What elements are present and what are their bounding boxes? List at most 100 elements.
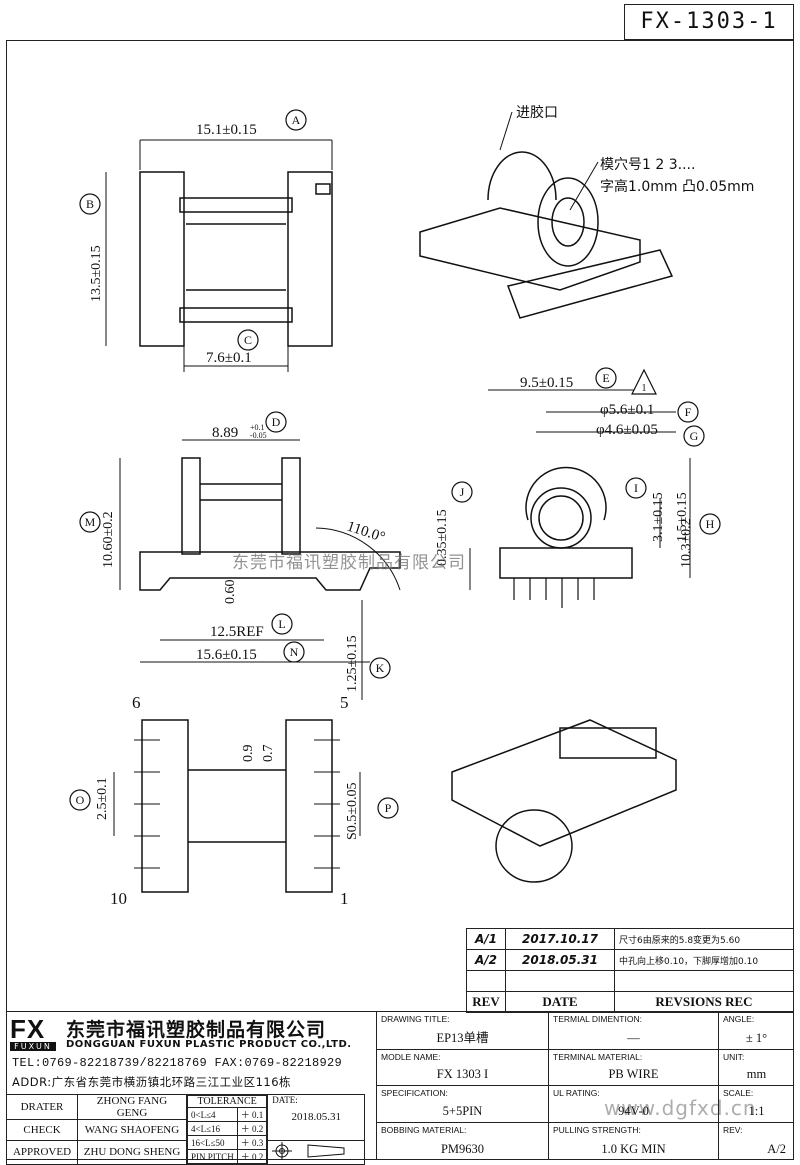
- pin-1: 1: [340, 889, 349, 908]
- company-name-cn: 东莞市福讯塑胶制品有限公司: [66, 1019, 327, 1041]
- signoff-name: ZHU DONG SHENG: [77, 1139, 187, 1165]
- part-number: FX-1303-1: [624, 4, 794, 40]
- signoff-table: DRATER ZHONG FANG GENG TOLERANCE 0<L≤4＋ …: [6, 1093, 366, 1165]
- pin-5: 5: [340, 693, 349, 712]
- char-height-note: 字高1.0mm 凸0.05mm: [600, 179, 755, 195]
- company-tel: TEL:0769-82218739/82218769 FAX:0769-8221…: [12, 1056, 343, 1070]
- callout-l: L: [278, 617, 285, 631]
- dim-b-text: 13.5±0.15: [89, 245, 104, 302]
- dim-d-text: 8.89: [212, 425, 238, 441]
- gate-note: 进胶口: [516, 105, 558, 121]
- dim-o-text: 2.5±0.1: [95, 777, 110, 820]
- tol-value: ＋ 0.3: [236, 1135, 268, 1150]
- tol-value: ＋ 0.2: [236, 1149, 268, 1164]
- dim-l-text: 12.5REF: [210, 624, 264, 640]
- tolerance-table: TOLERANCE 0<L≤4＋ 0.1 4<L≤16＋ 0.2 16<L≤50…: [186, 1095, 268, 1164]
- callout-n: N: [290, 645, 299, 659]
- company-address: ADDR:广东省东莞市横沥镇北环路三江工业区116栋: [12, 1075, 292, 1089]
- date-value: 2018.05.31: [291, 1111, 342, 1123]
- rev-header-date: DATE: [505, 991, 615, 1013]
- field-module-name: MODLE NAME:FX 1303 I: [376, 1050, 548, 1086]
- signoff-name: ZHONG FANG GENG: [77, 1093, 187, 1121]
- company-logo: FX FUXUN: [10, 1016, 56, 1054]
- tolerance-title: TOLERANCE: [186, 1095, 268, 1108]
- field-unit: UNIT:mm: [718, 1050, 794, 1086]
- rev-1-desc: 尺寸6由原来的5.8变更为5.60: [614, 928, 794, 950]
- signoff-role: DRATER: [6, 1093, 78, 1121]
- title-block: [6, 1011, 794, 1161]
- pin-6: 6: [132, 693, 141, 712]
- rev-header-desc: REVSIONS REC: [614, 991, 794, 1013]
- dim-07-text: 0.7: [261, 745, 276, 763]
- watermark-url: www.dgfxd.cn: [604, 1096, 757, 1120]
- dim-d-tol-dn: -0.05: [250, 431, 267, 440]
- dim-060-text: 0.60: [223, 580, 238, 605]
- tol-value: ＋ 0.1: [236, 1107, 268, 1122]
- dim-g-text: φ4.6±0.05: [596, 422, 658, 438]
- watermark-company: 东莞市福讯塑胶制品有限公司: [232, 553, 466, 573]
- callout-g: G: [690, 429, 699, 443]
- callout-f: F: [685, 405, 692, 419]
- dim-09-text: 0.9: [241, 745, 256, 763]
- dim-n-text: 15.6±0.15: [196, 647, 257, 663]
- rev-2-desc: 中孔向上移0.10，下脚厚增加0.10: [614, 949, 794, 971]
- field-angle: ANGLE:± 1°: [718, 1012, 794, 1050]
- tol-range: 4<L≤16: [187, 1121, 238, 1136]
- field-drawing-title: DRAWING TITLE:EP13单槽: [376, 1012, 548, 1050]
- callout-e: E: [602, 371, 609, 385]
- signoff-role: CHECK: [6, 1119, 78, 1141]
- rev-header-rev: REV: [466, 991, 506, 1013]
- dim-p-text: S0.5±0.05: [345, 783, 360, 840]
- field-bobbing-material: BOBBING MATERIAL:PM9630: [376, 1123, 548, 1160]
- field-terminal-dimention: TERMIAL DIMENTION:—: [548, 1012, 718, 1050]
- callout-p: P: [385, 801, 392, 815]
- field-pulling-strength: PULLING STRENGTH:1.0 KG MIN: [548, 1123, 718, 1160]
- pin-10: 10: [110, 889, 127, 908]
- cavity-note: 模穴号1 2 3....: [600, 157, 696, 173]
- revision-row: A/1 2017.10.17 尺寸6由原来的5.8变更为5.60: [466, 928, 794, 950]
- callout-j: J: [460, 485, 465, 499]
- signoff-name: WANG SHAOFENG: [77, 1119, 187, 1141]
- callout-d: D: [272, 415, 281, 429]
- callout-triangle: 1: [642, 383, 647, 394]
- date-label: DATE:: [272, 1095, 298, 1105]
- dim-c-text: 7.6±0.1: [206, 350, 252, 366]
- field-terminal-material: TERMINAL MATERIAL:PB WIRE: [548, 1050, 718, 1086]
- rev-1-id: A/1: [466, 928, 506, 950]
- tol-range: PIN PITCH: [187, 1149, 238, 1164]
- dim-f-text: φ5.6±0.1: [600, 402, 654, 418]
- tol-value: ＋ 0.2: [236, 1121, 268, 1136]
- callout-o: O: [76, 793, 85, 807]
- field-ul-rating: UL RATING:94V-0: [548, 1086, 718, 1123]
- dim-a-text: 15.1±0.15: [196, 122, 257, 138]
- field-rev: REV:A/2: [718, 1123, 794, 1160]
- rev-1-date: 2017.10.17: [505, 928, 615, 950]
- callout-a: A: [292, 113, 301, 127]
- logo-text: FX: [10, 1014, 46, 1044]
- callout-c: C: [244, 333, 252, 347]
- dim-j-text: 0.35±0.15: [435, 509, 450, 566]
- field-scale: SCALE:1:1: [718, 1086, 794, 1123]
- rev-2-id: A/2: [466, 949, 506, 971]
- revision-row: A/2 2018.05.31 中孔向上移0.10，下脚厚增加0.10: [466, 949, 794, 971]
- dim-h2-text: 3.1±0.15: [651, 492, 666, 542]
- company-name-en: DONGGUAN FUXUN PLASTIC PRODUCT CO.,LTD.: [66, 1039, 352, 1050]
- callout-k: K: [376, 661, 385, 675]
- logo-subtext: FUXUN: [10, 1042, 56, 1051]
- signoff-role: APPROVED: [6, 1139, 78, 1165]
- dim-e-text: 9.5±0.15: [520, 375, 573, 391]
- dim-h-text: 10.3±0.2: [679, 518, 694, 568]
- revision-table: A/1 2017.10.17 尺寸6由原来的5.8变更为5.60 A/2 201…: [466, 928, 794, 1013]
- callout-i: I: [634, 481, 638, 495]
- callout-h: H: [706, 517, 715, 531]
- callout-b: B: [86, 197, 94, 211]
- projection-symbol-icon: [272, 1141, 345, 1160]
- dim-d-tol-up: +0.1: [250, 423, 265, 432]
- dim-m-text: 10.60±0.2: [101, 511, 116, 568]
- tol-range: 16<L≤50: [187, 1135, 238, 1150]
- drawing-frame: [6, 40, 794, 1160]
- dim-i-text: 1.5±0.15: [675, 492, 690, 542]
- dim-k-text: 1.25±0.15: [345, 635, 360, 692]
- technical-drawing: 15.1±0.15 7.6±0.1 8.89 +0.1 -0.05 12.5RE…: [69, 109, 721, 908]
- field-specification: SPECIFICATION:5+5PIN: [376, 1086, 548, 1123]
